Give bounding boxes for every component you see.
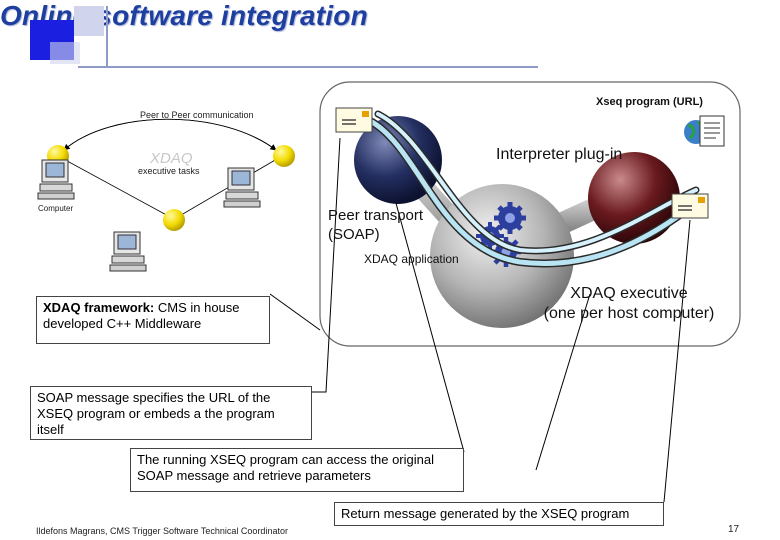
peer-node — [273, 145, 295, 167]
peer-comm-arrow — [63, 118, 277, 151]
return-envelope-icon — [671, 193, 709, 219]
soap-message-box: SOAP message specifies the URL of the XS… — [30, 386, 312, 440]
connector-executive — [535, 293, 591, 471]
xdaq-executive-label: XDAQ executive (one per host computer) — [520, 284, 738, 324]
peer-transport-line2: (SOAP) — [328, 226, 380, 243]
xdaq-executive-container — [319, 81, 741, 347]
framework-box: XDAQ framework: CMS in house developed C… — [36, 296, 270, 344]
title-underline — [78, 66, 538, 68]
peer-transport-line1: Peer transport — [328, 207, 424, 224]
connector-soap — [312, 137, 341, 393]
xdaq-watermark: XDAQ — [150, 150, 193, 167]
connector-framework — [269, 293, 321, 331]
xseq-program-sphere — [588, 152, 680, 244]
computer-icon — [109, 231, 147, 272]
gear-icon — [494, 202, 526, 234]
peer-node — [163, 209, 185, 231]
peer-transport-label: Peer transport (SOAP) — [328, 206, 423, 244]
soap-envelope-icon — [335, 107, 373, 133]
footer-author: Ildefons Magrans, CMS Trigger Software T… — [36, 526, 288, 536]
interpreter-label: Interpreter plug-in — [496, 146, 623, 163]
header-decoration — [30, 6, 120, 66]
executive-line2: (one per host computer) — [543, 305, 715, 322]
connector-return — [663, 219, 691, 503]
xdaq-application-label: XDAQ application — [364, 252, 459, 266]
return-message-box: Return message generated by the XSEQ pro… — [334, 502, 664, 526]
framework-bold: XDAQ framework: — [43, 300, 155, 315]
computer-icon — [223, 167, 261, 208]
xseq-program-label: Xseq program (URL) — [596, 96, 703, 108]
computer-icon — [37, 159, 75, 200]
xseq-document-icon — [684, 115, 725, 147]
page-number: 17 — [728, 524, 740, 535]
peer-link — [51, 150, 173, 219]
computer-label: Computer — [38, 204, 74, 213]
xseq-running-box: The running XSEQ program can access the … — [130, 448, 464, 492]
executive-line1: XDAQ executive — [570, 285, 688, 302]
framework-rest: CMS in house developed C++ Middleware — [43, 300, 240, 331]
peer-comm-label: Peer to Peer communication — [140, 110, 254, 120]
exec-tasks-label: executive tasks — [138, 166, 200, 176]
